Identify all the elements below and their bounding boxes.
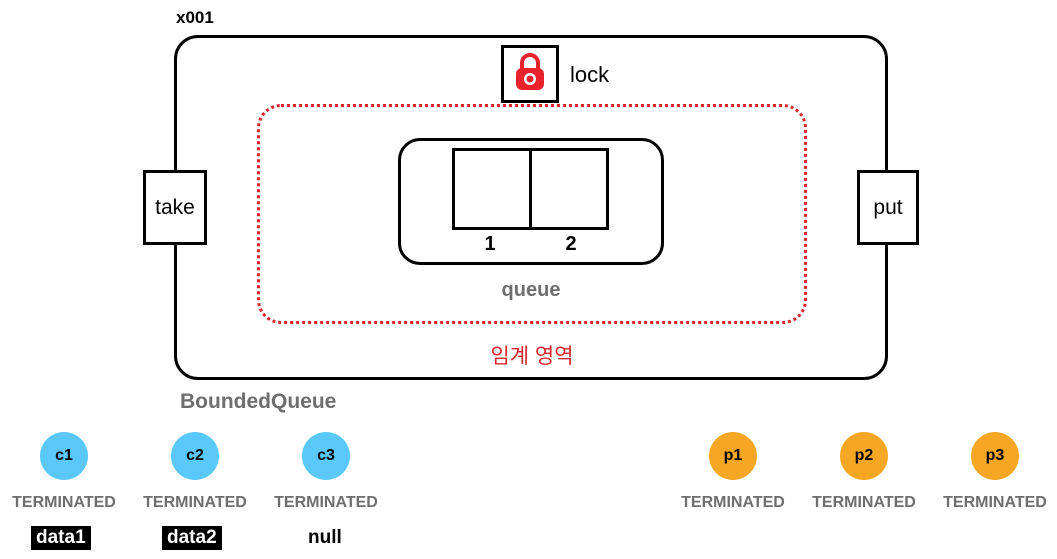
consumer-c3-state: TERMINATED (274, 494, 378, 511)
consumer-thread-c2: c2 (171, 432, 219, 480)
object-address: x001 (176, 8, 214, 27)
queue-label: queue (501, 279, 561, 301)
consumer-thread-c1: c1 (40, 432, 88, 480)
critical-section-label: 임계 영역 (490, 345, 574, 368)
queue-box (398, 138, 664, 265)
producer-p1-state: TERMINATED (681, 494, 785, 511)
class-name-label: BoundedQueue (180, 390, 337, 413)
producer-thread-p3: p3 (971, 432, 1019, 480)
producer-thread-p2: p2 (840, 432, 888, 480)
queue-slot-1-number: 1 (484, 233, 496, 255)
consumer-c2-result: data2 (162, 526, 222, 550)
consumer-c3-result: null (308, 527, 342, 548)
padlock-icon (513, 52, 547, 97)
lock-box (501, 45, 559, 103)
producer-p3-state: TERMINATED (943, 494, 1047, 511)
put-method: put (857, 170, 919, 245)
consumer-c2-state: TERMINATED (143, 494, 247, 511)
producer-p2-state: TERMINATED (812, 494, 916, 511)
queue-slot-2-number: 2 (565, 233, 577, 255)
queue-slot-2 (529, 148, 609, 230)
consumer-c1-state: TERMINATED (12, 494, 116, 511)
take-method: take (143, 170, 207, 245)
queue-slot-1 (452, 148, 532, 230)
lock-label: lock (570, 62, 610, 87)
critical-section-border (257, 104, 807, 324)
consumer-c1-result: data1 (31, 526, 91, 550)
consumer-thread-c3: c3 (302, 432, 350, 480)
producer-thread-p1: p1 (709, 432, 757, 480)
